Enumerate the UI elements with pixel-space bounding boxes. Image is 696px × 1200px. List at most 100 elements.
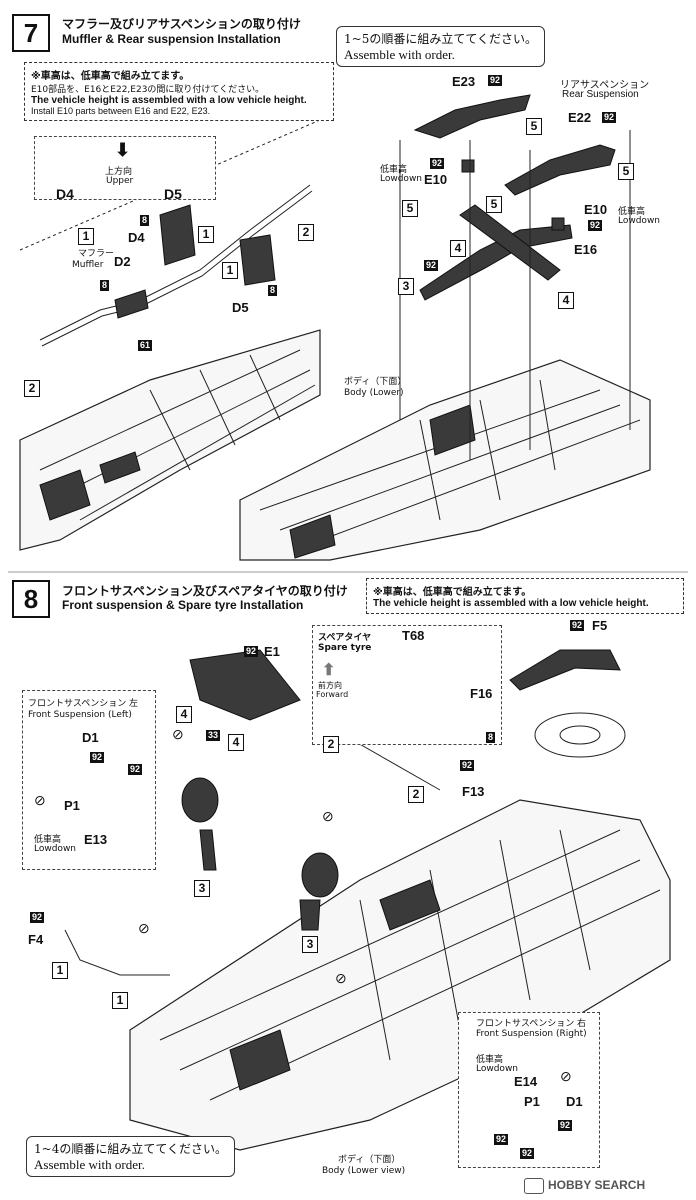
part-count-tag: 8 bbox=[268, 285, 278, 296]
front-left-jp: フロントサスペンション 左 bbox=[28, 699, 139, 709]
height-note-en: The vehicle height is assembled with a l… bbox=[31, 95, 307, 106]
front-suspension-left-inset bbox=[22, 690, 156, 870]
step-box-1: 1 bbox=[78, 228, 94, 245]
step8-height-note: ※車高は、低車高で組み立てます。 The vehicle height is a… bbox=[366, 578, 684, 614]
height-note-jp: ※車高は、低車高で組み立てます。 bbox=[31, 71, 190, 82]
height-note-jp: ※車高は、低車高で組み立てます。 bbox=[373, 587, 532, 598]
step7-title-en: Muffler & Rear suspension Installation bbox=[62, 32, 281, 46]
label-d4: D4 bbox=[128, 230, 145, 245]
step8-title-en: Front suspension & Spare tyre Installati… bbox=[62, 598, 304, 612]
order-note-en: Assemble with order. bbox=[34, 1157, 145, 1172]
step-box-4: 4 bbox=[176, 706, 192, 723]
step-box-4: 4 bbox=[450, 240, 466, 257]
part-count-tag: 92 bbox=[558, 1120, 573, 1131]
label-e10: E10 bbox=[424, 172, 448, 187]
body-lower-en: Body (Lower) bbox=[344, 388, 404, 398]
label-f16: F16 bbox=[470, 686, 493, 701]
label-e23: E23 bbox=[452, 74, 476, 89]
step-box-1: 1 bbox=[198, 226, 214, 243]
rear-susp-en: Rear Suspension bbox=[562, 89, 639, 100]
upper-en: Upper bbox=[106, 176, 134, 186]
part-count-tag: 92 bbox=[424, 260, 439, 271]
part-count-tag: 92 bbox=[488, 75, 503, 86]
forward-en: Forward bbox=[316, 690, 349, 699]
step-box-5: 5 bbox=[486, 196, 502, 213]
height-note-jp2: E10部品を、E16とE22,E23の間に取り付けてください。 bbox=[31, 85, 265, 95]
part-count-tag: 92 bbox=[430, 158, 445, 169]
label-e1: E1 bbox=[264, 644, 280, 659]
part-count-tag: 92 bbox=[494, 1134, 509, 1145]
spare-tyre-inset bbox=[312, 625, 502, 745]
step7-order-note: 1~5の順番に組み立ててください。 Assemble with order. bbox=[336, 26, 545, 67]
body-lower-jp: ボディ（下面） bbox=[344, 377, 407, 387]
no-glue-icon: ⊘ bbox=[138, 920, 150, 936]
lowdown-en: Lowdown bbox=[380, 174, 423, 184]
upper-jp: 上方向 bbox=[105, 167, 133, 177]
step8-chassis-drawing bbox=[64, 649, 671, 1151]
label-d1: D1 bbox=[566, 1094, 583, 1109]
part-count-tag: 92 bbox=[90, 752, 105, 763]
arrow-up-icon: ⬆ bbox=[322, 662, 336, 679]
part-count-tag: 92 bbox=[128, 764, 143, 775]
step-box-5: 5 bbox=[526, 118, 542, 135]
part-count-tag: 92 bbox=[460, 760, 475, 771]
label-t68: T68 bbox=[402, 628, 425, 643]
label-e16: E16 bbox=[574, 242, 598, 257]
part-count-tag: 92 bbox=[570, 620, 585, 631]
step-box-2: 2 bbox=[323, 736, 339, 753]
step-box-3: 3 bbox=[194, 880, 210, 897]
d4-d5-orientation-inset bbox=[34, 136, 216, 200]
step-box-2: 2 bbox=[298, 224, 314, 241]
step-box-2: 2 bbox=[24, 380, 40, 397]
step8-number: 8 bbox=[12, 580, 50, 618]
step7-height-note: ※車高は、低車高で組み立てます。 E10部品を、E16とE22,E23の間に取り… bbox=[24, 62, 334, 121]
label-f13: F13 bbox=[462, 784, 485, 799]
body-lower-jp: ボディ（下面） bbox=[338, 1155, 401, 1165]
label-f5: F5 bbox=[592, 618, 608, 633]
no-glue-icon: ⊘ bbox=[335, 970, 347, 986]
muffler-jp: マフラー bbox=[78, 249, 115, 259]
front-left-en: Front Suspension (Left) bbox=[28, 710, 132, 720]
label-e13: E13 bbox=[84, 832, 108, 847]
label-d2: D2 bbox=[114, 254, 131, 269]
step-box-2: 2 bbox=[408, 786, 424, 803]
label-p1: P1 bbox=[524, 1094, 540, 1109]
part-count-tag: 8 bbox=[100, 280, 110, 291]
label-p1: P1 bbox=[64, 798, 80, 813]
part-count-tag: 92 bbox=[588, 220, 603, 231]
label-e10: E10 bbox=[584, 202, 608, 217]
height-note-en2: Install E10 parts between E16 and E22, E… bbox=[31, 106, 211, 116]
lowdown-jp: 低車高 bbox=[34, 835, 62, 845]
step-box-4: 4 bbox=[558, 292, 574, 309]
label-d5-inset: D5 bbox=[164, 186, 182, 202]
step-box-4: 4 bbox=[228, 734, 244, 751]
front-suspension-right-inset bbox=[458, 1012, 600, 1168]
no-glue-icon: ⊘ bbox=[560, 1068, 572, 1084]
no-glue-icon: ⊘ bbox=[34, 792, 46, 808]
part-count-tag: 92 bbox=[244, 646, 259, 657]
muffler-en: Muffler bbox=[72, 260, 104, 270]
arrow-down-icon: ⬇ bbox=[115, 140, 131, 160]
step7-left-chassis-drawing bbox=[19, 119, 321, 551]
no-glue-icon: ⊘ bbox=[322, 808, 334, 824]
step-box-5: 5 bbox=[618, 163, 634, 180]
label-e22: E22 bbox=[568, 110, 592, 125]
label-e14: E14 bbox=[514, 1074, 538, 1089]
part-count-tag: 92 bbox=[602, 112, 617, 123]
forward-jp: 前方向 bbox=[318, 681, 342, 690]
spare-jp: スペアタイヤ bbox=[318, 633, 372, 643]
lowdown-en: Lowdown bbox=[34, 844, 77, 854]
part-count-tag: 92 bbox=[30, 912, 45, 923]
part-count-tag: 33 bbox=[206, 730, 221, 741]
lowdown-en: Lowdown bbox=[476, 1064, 519, 1074]
step-box-1: 1 bbox=[222, 262, 238, 279]
step7-right-chassis-drawing bbox=[239, 94, 651, 561]
body-lower-en: Body (Lower view) bbox=[322, 1166, 406, 1176]
step-box-1: 1 bbox=[112, 992, 128, 1009]
label-f4: F4 bbox=[28, 932, 44, 947]
spare-en: Spare tyre bbox=[318, 643, 372, 653]
label-d5: D5 bbox=[232, 300, 249, 315]
order-note-jp: 1~5の順番に組み立ててください。 bbox=[344, 32, 537, 46]
step7-title-jp: マフラー及びリアサスペンションの取り付け bbox=[62, 17, 301, 31]
